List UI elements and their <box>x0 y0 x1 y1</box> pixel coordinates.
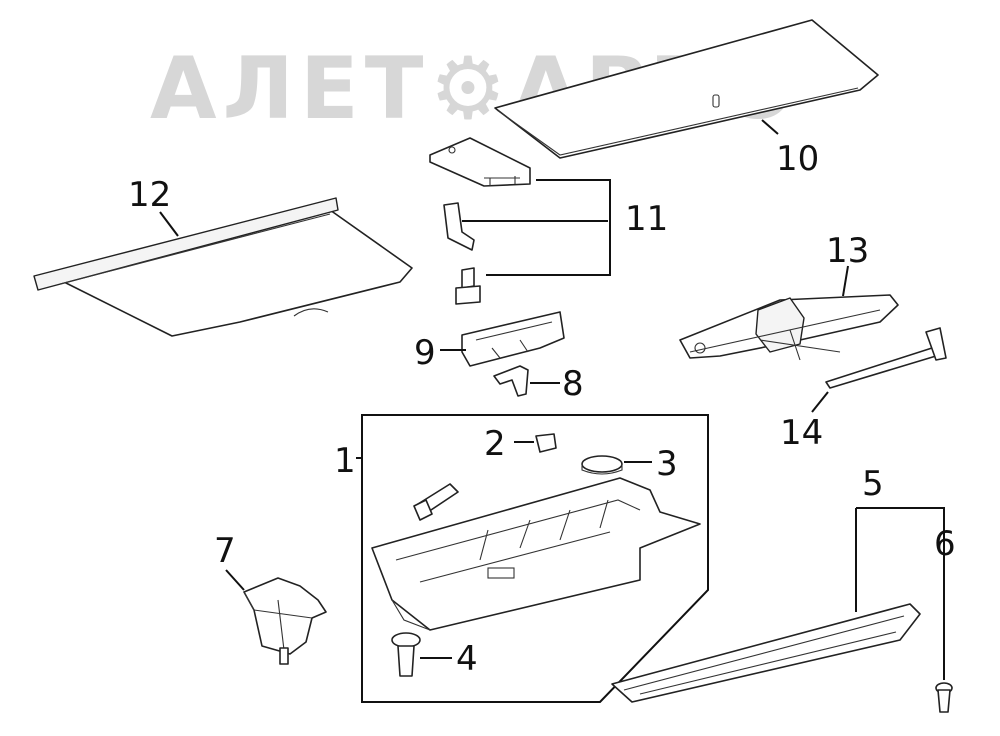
round-cover-icon <box>581 455 623 475</box>
deck-board-icon <box>494 19 879 159</box>
scuff-plate-icon <box>611 603 921 703</box>
bracket-icon <box>461 311 565 367</box>
bolt-icon <box>413 483 459 521</box>
spare-tire-tray-icon <box>371 477 701 631</box>
callout-1: 1 <box>334 441 356 481</box>
jack-icon <box>679 294 899 361</box>
storage-box-icon <box>243 577 327 665</box>
callout-14: 14 <box>780 413 823 453</box>
tray-callout-box <box>361 414 709 703</box>
callout-5: 5 <box>862 464 884 504</box>
callout-9: 9 <box>414 333 436 373</box>
callout-7: 7 <box>214 531 236 571</box>
clip-icon <box>493 365 529 397</box>
callout-3: 3 <box>656 444 678 484</box>
push-clip-icon <box>391 632 421 677</box>
callout-8: 8 <box>562 364 584 404</box>
callout-11: 11 <box>625 199 668 239</box>
callout-13: 13 <box>826 231 869 271</box>
callout-4: 4 <box>456 639 478 679</box>
push-clip-icon <box>935 682 953 713</box>
callout-10: 10 <box>776 139 819 179</box>
plug-icon <box>535 433 557 453</box>
tonneau-cover-icon <box>33 197 413 337</box>
lid-and-hardware-icon <box>429 137 531 305</box>
callout-2: 2 <box>484 424 506 464</box>
jack-handle-icon <box>825 327 947 389</box>
leader-10 <box>761 119 779 135</box>
callout-6: 6 <box>934 524 956 564</box>
callout-12: 12 <box>128 175 171 215</box>
